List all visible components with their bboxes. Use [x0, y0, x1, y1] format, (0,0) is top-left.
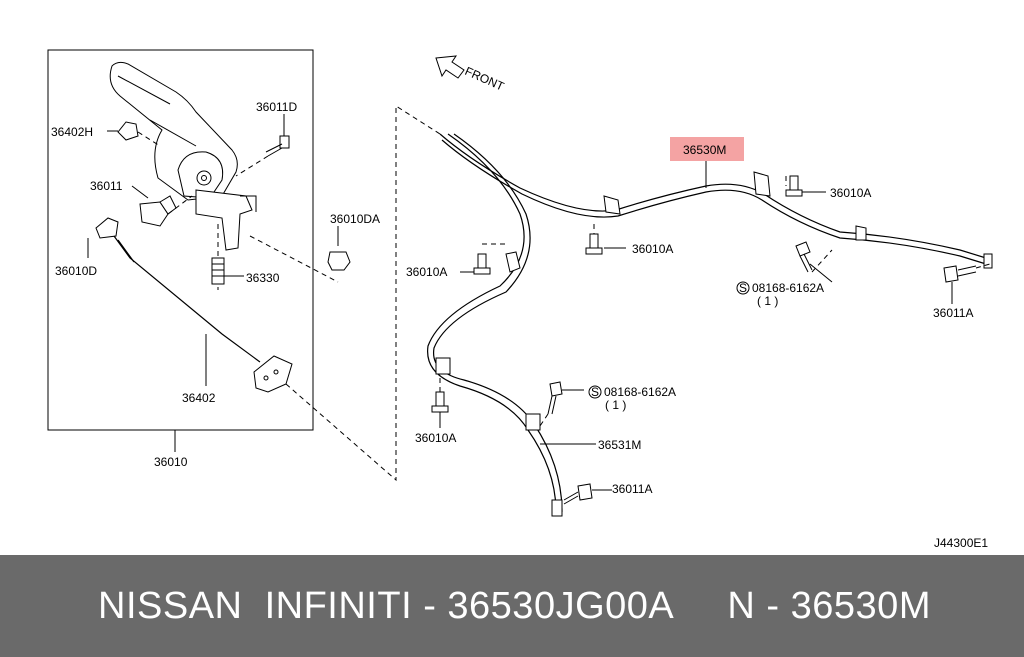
s-mark-lower: S	[591, 385, 599, 399]
label-36530m: 36530M	[683, 143, 726, 157]
label-36010: 36010	[154, 455, 188, 469]
bolt-36011a-lower	[563, 483, 612, 505]
front-arrow	[435, 55, 465, 79]
grommet-36010d	[87, 217, 261, 363]
bolt-08168-lower	[539, 381, 602, 427]
part-number-banner: NISSAN INFINITI - 36530JG00A N - 36530M	[0, 555, 1024, 657]
rear-cable-36531m	[427, 133, 563, 517]
label-36010a-mid: 36010A	[632, 242, 673, 256]
parking-brake-lever	[109, 61, 257, 251]
front-label: FRONT	[463, 64, 507, 94]
label-08168-right: 08168-6162A	[752, 281, 824, 295]
label-08168-lower: 08168-6162A	[604, 385, 676, 399]
label-36011: 36011	[90, 179, 123, 193]
clip-36402h	[107, 121, 161, 147]
label-36010da: 36010DA	[330, 212, 380, 226]
label-08168-right-qty: ( 1 )	[757, 294, 778, 308]
label-36402: 36402	[182, 391, 216, 405]
part-highlight	[670, 137, 744, 161]
label-36011a-right: 36011A	[933, 306, 973, 320]
label-08168-lower-qty: ( 1 )	[605, 398, 626, 412]
parts-diagram: FRONT 36402H 36011D 36011 36010D 36010DA…	[47, 49, 993, 550]
label-36010a-top-right: 36010A	[830, 186, 871, 200]
drawing-code: J44300E1	[934, 536, 988, 550]
label-36402h: 36402H	[51, 125, 93, 139]
bolt-36010a-left	[460, 243, 506, 275]
nut-36010da	[249, 226, 351, 283]
label-36011d: 36011D	[256, 100, 297, 114]
label-36010a-lower: 36010A	[415, 431, 456, 445]
label-36010a-left: 36010A	[406, 265, 447, 279]
bolt-36011d	[235, 114, 290, 177]
bolt-08168-right	[736, 241, 833, 295]
label-36010d: 36010D	[55, 264, 97, 278]
connection-leader	[285, 105, 441, 482]
banner-text: NISSAN INFINITI - 36530JG00A N - 36530M	[98, 584, 931, 627]
bolt-36010a-lower	[431, 378, 449, 428]
diagram-canvas: FRONT 36402H 36011D 36011 36010D 36010DA…	[47, 49, 993, 550]
lever-assembly-box	[47, 49, 314, 431]
label-36011a-lower: 36011A	[612, 482, 652, 496]
bolt-36011a-right	[943, 263, 991, 304]
bolt-36010a-mid	[585, 224, 626, 255]
bolt-36010a-top-right	[785, 175, 826, 197]
bolt-36011	[131, 185, 193, 227]
s-mark-right: S	[739, 281, 747, 295]
spring-36330	[211, 224, 244, 290]
label-36531m: 36531M	[598, 438, 641, 452]
equalizer-36402	[205, 334, 293, 393]
label-36330: 36330	[246, 271, 280, 285]
